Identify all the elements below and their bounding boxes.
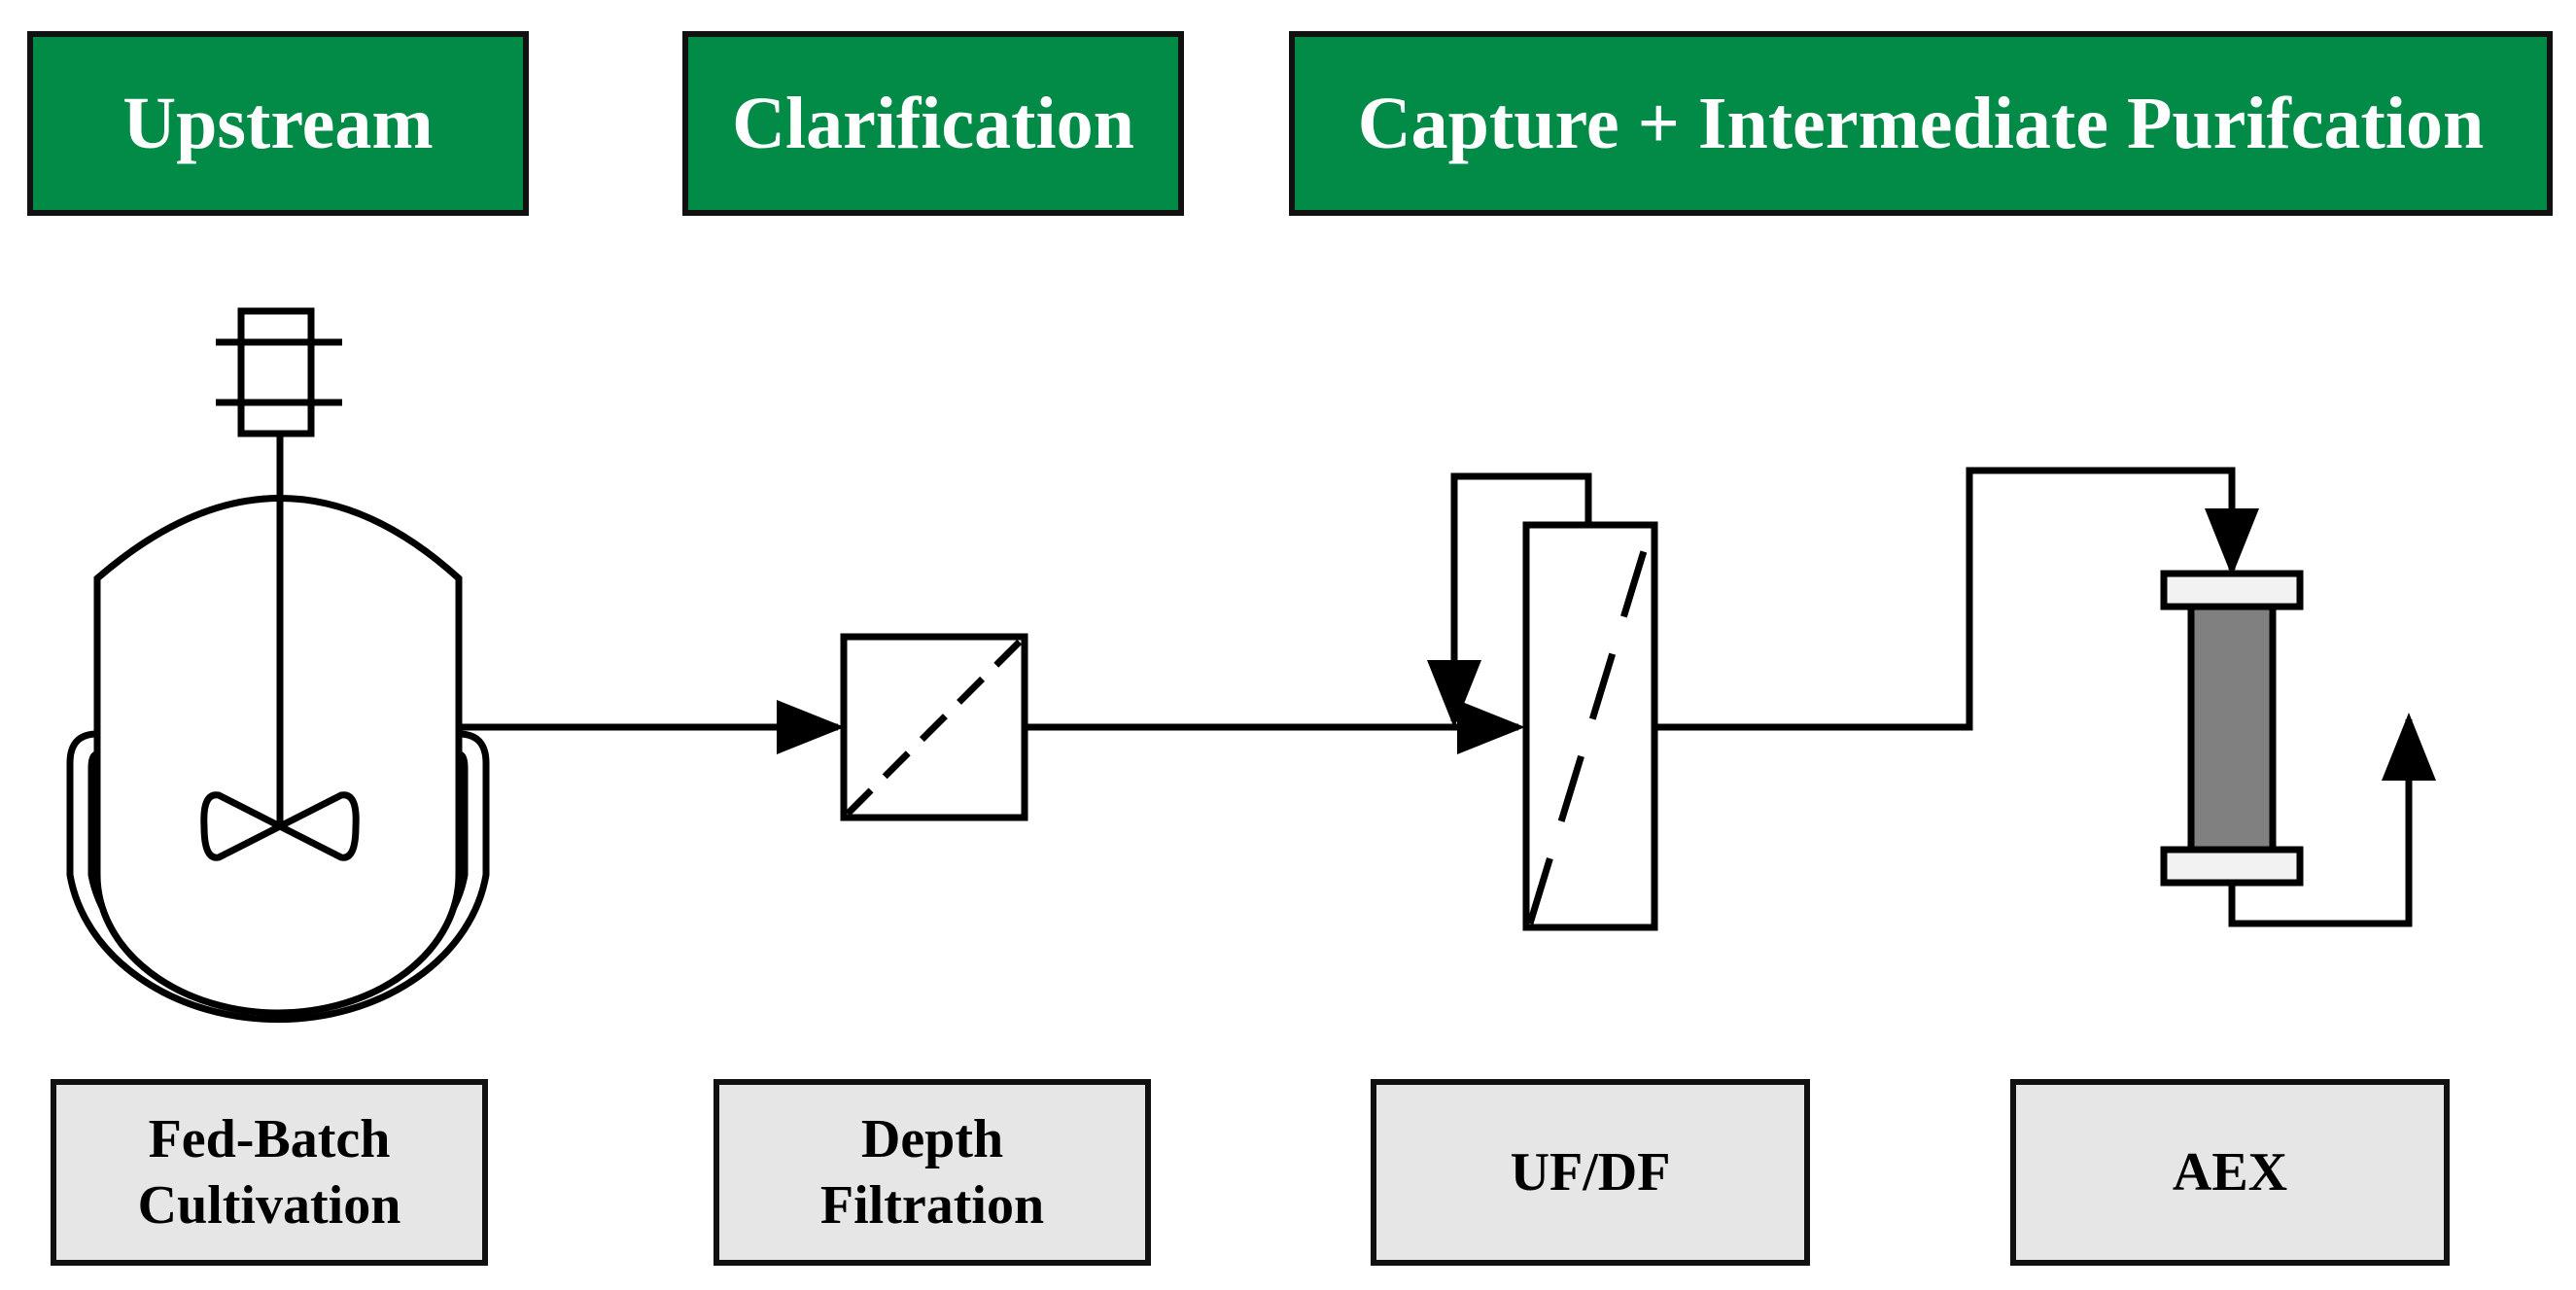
vessel-jacket-icon — [66, 730, 490, 1024]
header-clarification: Clarification — [682, 31, 1184, 216]
depth-line1: Depth — [860, 1109, 1004, 1169]
recirculation-line — [1427, 472, 1592, 728]
aex-label: AEX — [2172, 1142, 2288, 1203]
label-aex: AEX — [2010, 1079, 2450, 1266]
ufdf-membrane-icon — [1522, 521, 1658, 931]
header-capture-label: Capture + Intermediate Purifcation — [1357, 82, 2485, 164]
aex-column-icon — [2160, 570, 2304, 887]
header-clarification-label: Clarification — [732, 82, 1134, 164]
label-fed-batch-cultivation: Fed-Batch Cultivation — [51, 1079, 488, 1266]
label-depth-filtration: Depth Filtration — [714, 1079, 1151, 1266]
flow-line — [1654, 467, 2259, 731]
agitator-motor-icon — [216, 307, 342, 437]
outlet-line — [2228, 713, 2436, 927]
ufdf-label: UF/DF — [1510, 1142, 1671, 1203]
impeller-icon — [200, 791, 360, 861]
depth-filter-icon — [840, 633, 1028, 821]
header-upstream: Upstream — [27, 31, 529, 216]
fed-batch-line2: Cultivation — [137, 1175, 401, 1236]
header-upstream-label: Upstream — [122, 82, 434, 164]
header-capture: Capture + Intermediate Purifcation — [1289, 31, 2553, 216]
bioreactor-icon — [66, 307, 490, 1024]
fed-batch-line1: Fed-Batch — [148, 1109, 391, 1169]
depth-line2: Filtration — [819, 1175, 1045, 1236]
label-ufdf: UF/DF — [1371, 1079, 1810, 1266]
